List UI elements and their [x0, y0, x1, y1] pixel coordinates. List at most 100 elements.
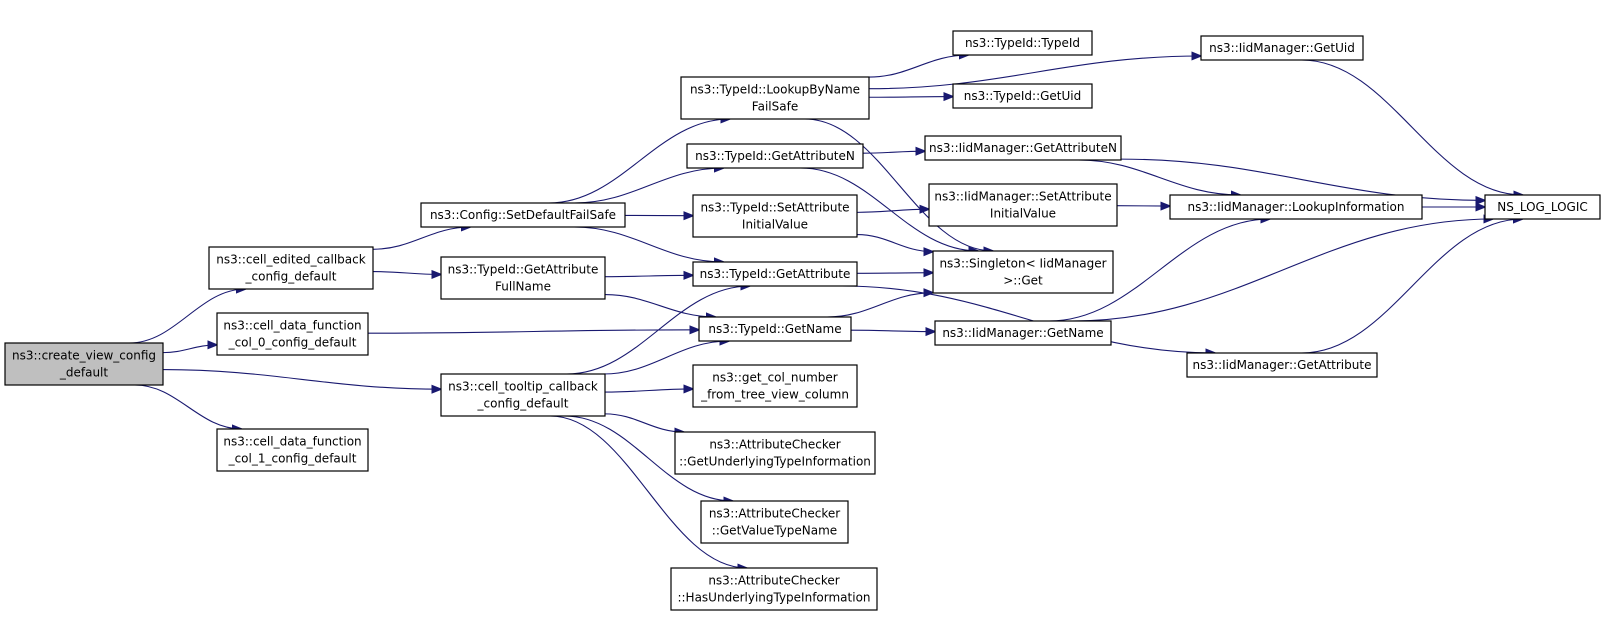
- node-label-line: ns3::TypeId::GetUid: [964, 89, 1082, 103]
- edge-iid_get_name-to-ns_log_logic: [1072, 219, 1493, 322]
- node-box: [1169, 194, 1423, 220]
- edge-iid_get_attr_n-to-iid_lookup_info: [1078, 159, 1241, 195]
- node-label-line: ns3::TypeId::TypeId: [965, 36, 1080, 50]
- node-label-line: ::GetValueTypeName: [712, 524, 837, 538]
- edge-config_set_default-to-typeid_get_attr_n: [574, 168, 723, 204]
- node-box: [1186, 352, 1378, 378]
- node-box: [420, 202, 626, 228]
- edge-cell_edited-to-typeid_get_attr_fullname: [372, 272, 441, 275]
- node-iid-set-attr-init[interactable]: ns3::IidManager::SetAttributeInitialValu…: [928, 183, 1118, 227]
- edge-typeid_get_attribute-to-singleton_get: [856, 273, 933, 274]
- node-box: [924, 135, 1122, 161]
- node-label-line: ns3::IidManager::GetAttributeN: [929, 141, 1117, 155]
- node-box: [216, 428, 369, 472]
- node-label-line: ns3::AttributeChecker: [709, 507, 840, 521]
- edge-typeid_get_name-to-singleton_get: [827, 293, 933, 318]
- edges-layer: [129, 55, 1523, 568]
- node-box: [440, 256, 606, 300]
- node-label-line: _default: [59, 366, 109, 380]
- edge-config_set_default-to-typeid_lookup: [548, 119, 730, 204]
- node-typeid-typeid[interactable]: ns3::TypeId::TypeId: [952, 30, 1093, 56]
- edge-create_view-to-cell_tooltip: [162, 369, 441, 390]
- node-box: [216, 312, 369, 356]
- node-box: [700, 500, 849, 544]
- node-label-line: ns3::cell_edited_callback: [216, 253, 365, 267]
- edge-cell_tooltip-to-typeid_get_name: [603, 341, 729, 375]
- edge-typeid_get_attr_n-to-iid_get_attr_n: [862, 151, 925, 153]
- node-label-line: _config_default: [477, 397, 569, 411]
- node-box: [440, 373, 606, 417]
- node-iid-get-attr-n[interactable]: ns3::IidManager::GetAttributeN: [924, 135, 1122, 161]
- edge-typeid_set_attr_init-to-singleton_get: [856, 233, 933, 252]
- node-label-line: ns3::IidManager::GetAttribute: [1193, 358, 1372, 372]
- node-label-line: ns3::Config::SetDefaultFailSafe: [430, 208, 616, 222]
- edge-typeid_lookup-to-iid_get_uid: [868, 56, 1201, 90]
- edge-cell_tooltip-to-attr_get_underlying: [604, 413, 684, 432]
- edge-iid_get_name-to-iid_lookup_info: [1048, 219, 1270, 322]
- node-label-line: ::GetUnderlyingTypeInformation: [679, 455, 871, 469]
- node-label-line: ns3::IidManager::GetName: [942, 326, 1103, 340]
- node-typeid-get-attribute[interactable]: ns3::TypeId::GetAttribute: [692, 261, 858, 287]
- node-box: [686, 143, 864, 169]
- node-iid-lookup-info[interactable]: ns3::IidManager::LookupInformation: [1169, 194, 1423, 220]
- node-label-line: ns3::Singleton< IidManager: [939, 257, 1106, 271]
- edge-cell_tooltip-to-attr_get_value_type: [564, 415, 733, 501]
- node-label-line: _col_0_config_default: [228, 336, 357, 350]
- node-cell-data-col1[interactable]: ns3::cell_data_function_col_1_config_def…: [216, 428, 369, 472]
- edge-typeid_get_attr_n-to-singleton_get: [800, 167, 978, 251]
- node-box: [670, 567, 878, 611]
- node-label-line: ns3::cell_data_function: [223, 435, 361, 449]
- node-box: [698, 316, 852, 342]
- node-box: [692, 194, 858, 238]
- nodes-layer: ns3::create_view_config_defaultns3::cell…: [4, 30, 1601, 611]
- node-attr-get-underlying[interactable]: ns3::AttributeChecker::GetUnderlyingType…: [674, 431, 876, 475]
- node-attr-has-underlying[interactable]: ns3::AttributeChecker::HasUnderlyingType…: [670, 567, 878, 611]
- node-box: [934, 320, 1112, 346]
- edge-typeid_get_name-to-iid_get_name: [850, 330, 935, 331]
- node-label-line: NS_LOG_LOGIC: [1497, 200, 1588, 214]
- edge-iid_get_attr_n-to-ns_log_logic: [1120, 158, 1485, 200]
- node-label-line: ns3::AttributeChecker: [708, 574, 839, 588]
- node-box: [952, 30, 1093, 56]
- node-iid-get-name[interactable]: ns3::IidManager::GetName: [934, 320, 1112, 346]
- node-box: [1200, 35, 1364, 61]
- node-config-set-default[interactable]: ns3::Config::SetDefaultFailSafe: [420, 202, 626, 228]
- edge-typeid_lookup-to-typeid_typeid: [868, 55, 969, 78]
- node-label-line: ns3::IidManager::GetUid: [1209, 41, 1355, 55]
- node-cell-data-col0[interactable]: ns3::cell_data_function_col_0_config_def…: [216, 312, 369, 356]
- node-singleton-get[interactable]: ns3::Singleton< IidManager>::Get: [932, 250, 1114, 294]
- node-label-line: InitialValue: [742, 218, 808, 232]
- node-iid-get-uid[interactable]: ns3::IidManager::GetUid: [1200, 35, 1364, 61]
- node-typeid-get-attr-n[interactable]: ns3::TypeId::GetAttributeN: [686, 143, 864, 169]
- node-label-line: ns3::AttributeChecker: [709, 438, 840, 452]
- node-box: [692, 364, 858, 408]
- edge-cell_data_col0-to-typeid_get_name: [367, 330, 699, 333]
- node-typeid-getuid[interactable]: ns3::TypeId::GetUid: [952, 83, 1093, 109]
- edge-create_view-to-cell_edited: [129, 289, 245, 344]
- node-label-line: ns3::create_view_config: [12, 349, 156, 363]
- node-iid-get-attribute[interactable]: ns3::IidManager::GetAttribute: [1186, 352, 1378, 378]
- edge-typeid_lookup-to-typeid_getuid: [868, 97, 953, 98]
- node-label-line: ns3::cell_tooltip_callback: [448, 380, 598, 394]
- node-label-line: _from_tree_view_column: [700, 388, 849, 402]
- node-label-line: ns3::TypeId::GetAttribute: [448, 263, 599, 277]
- node-create-view[interactable]: ns3::create_view_config_default: [4, 342, 164, 386]
- edge-create_view-to-cell_data_col1: [134, 384, 242, 429]
- node-get-col-number[interactable]: ns3::get_col_number_from_tree_view_colum…: [692, 364, 858, 408]
- node-cell-edited[interactable]: ns3::cell_edited_callback_config_default: [208, 246, 374, 290]
- edge-typeid_get_attribute-to-iid_get_attribute: [841, 285, 1215, 353]
- node-typeid-get-name[interactable]: ns3::TypeId::GetName: [698, 316, 852, 342]
- node-attr-get-value-type[interactable]: ns3::AttributeChecker::GetValueTypeName: [700, 500, 849, 544]
- edge-create_view-to-cell_data_col0: [162, 345, 217, 354]
- node-label-line: ns3::IidManager::SetAttribute: [934, 190, 1111, 204]
- node-label-line: FullName: [495, 280, 551, 294]
- edge-iid_get_attribute-to-ns_log_logic: [1301, 219, 1523, 354]
- node-box: [674, 431, 876, 475]
- node-label-line: ns3::cell_data_function: [223, 319, 361, 333]
- node-ns-log-logic[interactable]: NS_LOG_LOGIC: [1484, 194, 1601, 220]
- node-cell-tooltip[interactable]: ns3::cell_tooltip_callback_config_defaul…: [440, 373, 606, 417]
